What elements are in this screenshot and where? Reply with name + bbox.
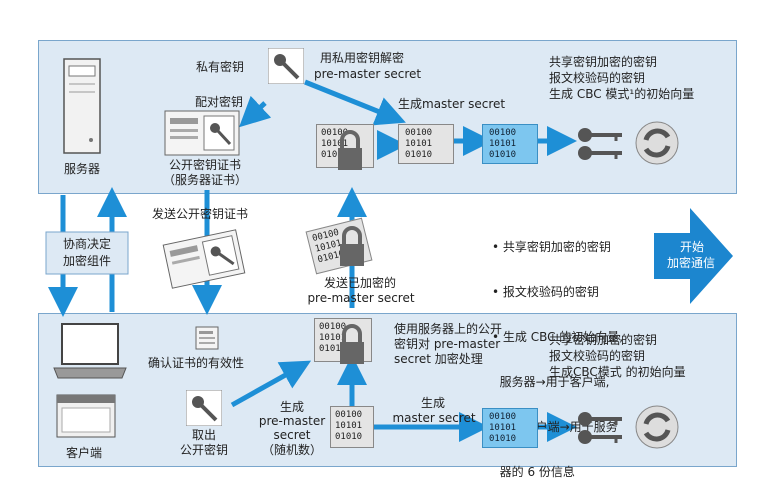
cipher-line: 10101 [321,139,349,149]
negotiate-line2: 加密组件 [62,254,111,268]
cert-line2: （服务器证书） [162,173,247,187]
cipher-block-icon: 00100 10101 01010 [398,124,454,164]
key-icon [576,408,624,448]
client-label: 客户端 [65,446,102,460]
pair-key-label: 配对密钥 [195,95,244,109]
cipher-line: 00100 [321,128,349,138]
send-encrypted-line1: 发送已加密的 [323,276,396,290]
server-icon [63,58,101,154]
send-encrypted-line2: pre-master secret [307,291,415,305]
cipher-line: 00100 [489,128,517,138]
lock-icon [338,226,366,268]
cipher-line: 01010 [335,432,363,442]
lock-icon [338,324,366,366]
client-panel [38,313,737,467]
decrypt-line1: 用私用密钥解密 [320,51,405,65]
cipher-block-icon: 00100 10101 01010 [330,406,374,448]
cipher-line: 10101 [405,139,433,149]
negotiate-box [45,231,129,275]
lock-icon [336,130,364,172]
bullet-item: • 生成 CBC 的初始向量, [492,330,624,344]
start-line1: 开始 [679,240,704,254]
take-key-line1: 取出 [191,428,216,442]
bottom-keys-line2: 报文校验码的密钥 [549,349,646,363]
send-cert-label: 发送公开密钥证书 [152,207,249,221]
top-keys-line3: 生成 CBC 模式¹的初始向量 [549,87,695,101]
certificate-icon [162,229,246,290]
refresh-icon [634,120,680,166]
arrow-pair-key [239,95,272,128]
cipher-line: 10101 [489,423,517,433]
cipher-line: 01010 [489,434,517,444]
arrow-key-to-gen [230,360,312,408]
start-line2: 加密通信 [666,256,715,270]
gen-master-label: 生成master secret [398,97,506,111]
start-arrow-shape [654,208,733,304]
laptop-icon [52,322,128,380]
cipher-line: 01010 [489,150,517,160]
take-key-line2: 公开密钥 [179,443,228,457]
cipher-line: 01010 [321,150,349,160]
bullet-item: • 共享密钥加密的密钥 [492,240,611,254]
cipher-block-icon: 00100 10101 01010 [482,124,538,164]
gen-pre-line4: （随机数） [261,443,322,457]
key-icon [268,48,304,84]
negotiate-line1: 协商决定 [62,237,111,251]
gen-master-line1: 生成 [420,396,445,410]
top-keys-line2: 报文校验码的密钥 [549,71,646,85]
cipher-line: 10101 [335,421,363,431]
cipher-line: 01010 [405,150,433,160]
certificate-icon [164,110,240,156]
cipher-line: 00100 [489,412,517,422]
document-icon [195,326,219,350]
arrow-key-to-decrypt [304,79,406,126]
encrypt-line2: 密钥对 pre-master [394,337,501,351]
encrypt-line1: 使用服务器上的公开 [394,322,503,336]
decrypt-line2: pre-master secret [314,67,422,81]
cipher-line: 10101 [319,333,347,343]
bottom-keys-line1: 共享密钥加密的密钥 [549,333,658,347]
gen-pre-line2: pre-master [258,414,326,428]
gen-pre-line1: 生成 [279,400,304,414]
gen-pre-line3: secret [273,428,311,442]
key-icon [186,390,222,426]
private-key-label: 私有密钥 [196,60,245,74]
refresh-icon [634,404,680,450]
cert-line1: 公开密钥证书 [168,158,241,172]
cipher-line: 01010 [319,344,347,354]
browser-window-icon [56,394,116,438]
cipher-line: 10101 [489,139,517,149]
bullet-item: 服务器→用于客户端, [492,375,610,389]
cipher-line: 00100 [405,128,433,138]
bullet-item: 器的 6 份信息 [492,465,575,479]
server-label: 服务器 [63,162,100,176]
bottom-keys-line3: 生成CBC模式 的初始向量 [549,365,686,379]
encrypt-line3: secret 加密处理 [394,352,483,366]
gen-master-line2: master secret [392,411,476,425]
cipher-block-icon: 00100 10101 01010 [482,408,538,448]
verify-cert-label: 确认证书的有效性 [148,356,245,370]
key-icon [576,124,624,164]
top-keys-line1: 共享密钥加密的密钥 [549,55,658,69]
cipher-line: 00100 [319,322,347,332]
bullet-item: • 报文校验码的密钥 [492,285,599,299]
cipher-line: 00100 [335,410,363,420]
